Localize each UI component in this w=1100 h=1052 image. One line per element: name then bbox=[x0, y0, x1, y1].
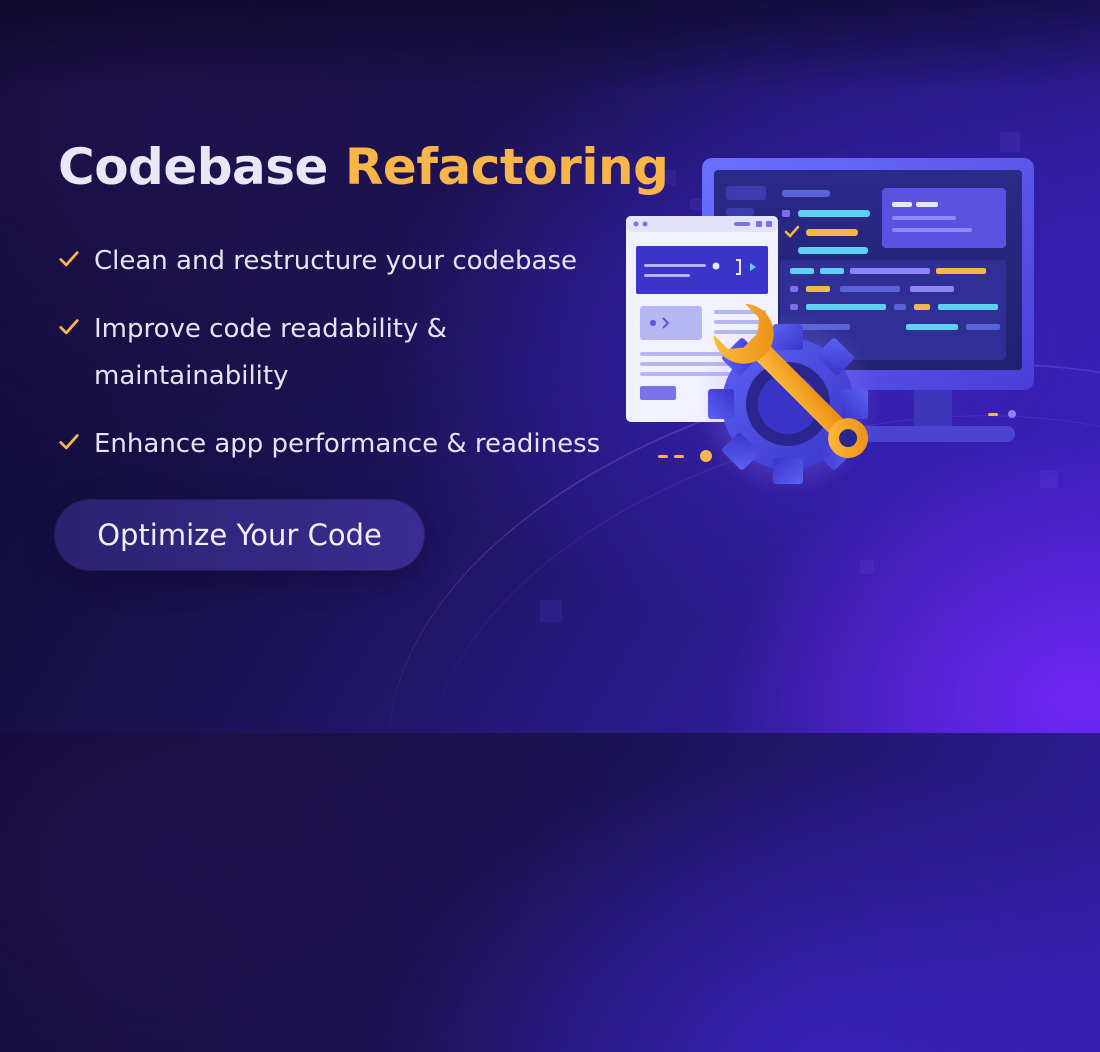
wrench-icon bbox=[713, 303, 869, 459]
optimize-code-button[interactable]: Optimize Your Code bbox=[55, 500, 424, 570]
decor-pixel bbox=[540, 600, 562, 622]
check-icon bbox=[59, 319, 79, 335]
title-word-codebase: Codebase bbox=[58, 138, 328, 196]
page-title: Codebase Refactoring bbox=[58, 136, 669, 198]
feature-item-text: Improve code readability & maintainabili… bbox=[94, 314, 447, 391]
top-band bbox=[0, 0, 1100, 92]
decor-pixel bbox=[690, 198, 702, 210]
check-icon bbox=[59, 434, 79, 450]
decor-pixel bbox=[1000, 132, 1020, 152]
feature-item-text: Enhance app performance & readiness bbox=[94, 429, 601, 459]
feature-item: Enhance app performance & readiness bbox=[58, 421, 638, 468]
feature-item: Clean and restructure your codebase bbox=[58, 238, 638, 285]
feature-item: Improve code readability & maintainabili… bbox=[58, 306, 638, 400]
decor-pixel bbox=[660, 170, 676, 186]
feature-item-text: Clean and restructure your codebase bbox=[94, 246, 578, 276]
title-word-refactoring: Refactoring bbox=[344, 138, 669, 196]
decor-pixel bbox=[1040, 470, 1058, 488]
decor-pixel bbox=[860, 560, 874, 574]
check-icon bbox=[59, 251, 79, 267]
decor-dashes bbox=[658, 410, 1016, 462]
gear-icon bbox=[696, 312, 880, 496]
refactoring-illustration bbox=[626, 158, 1034, 496]
feature-list: Clean and restructure your codebase Impr… bbox=[58, 238, 638, 468]
